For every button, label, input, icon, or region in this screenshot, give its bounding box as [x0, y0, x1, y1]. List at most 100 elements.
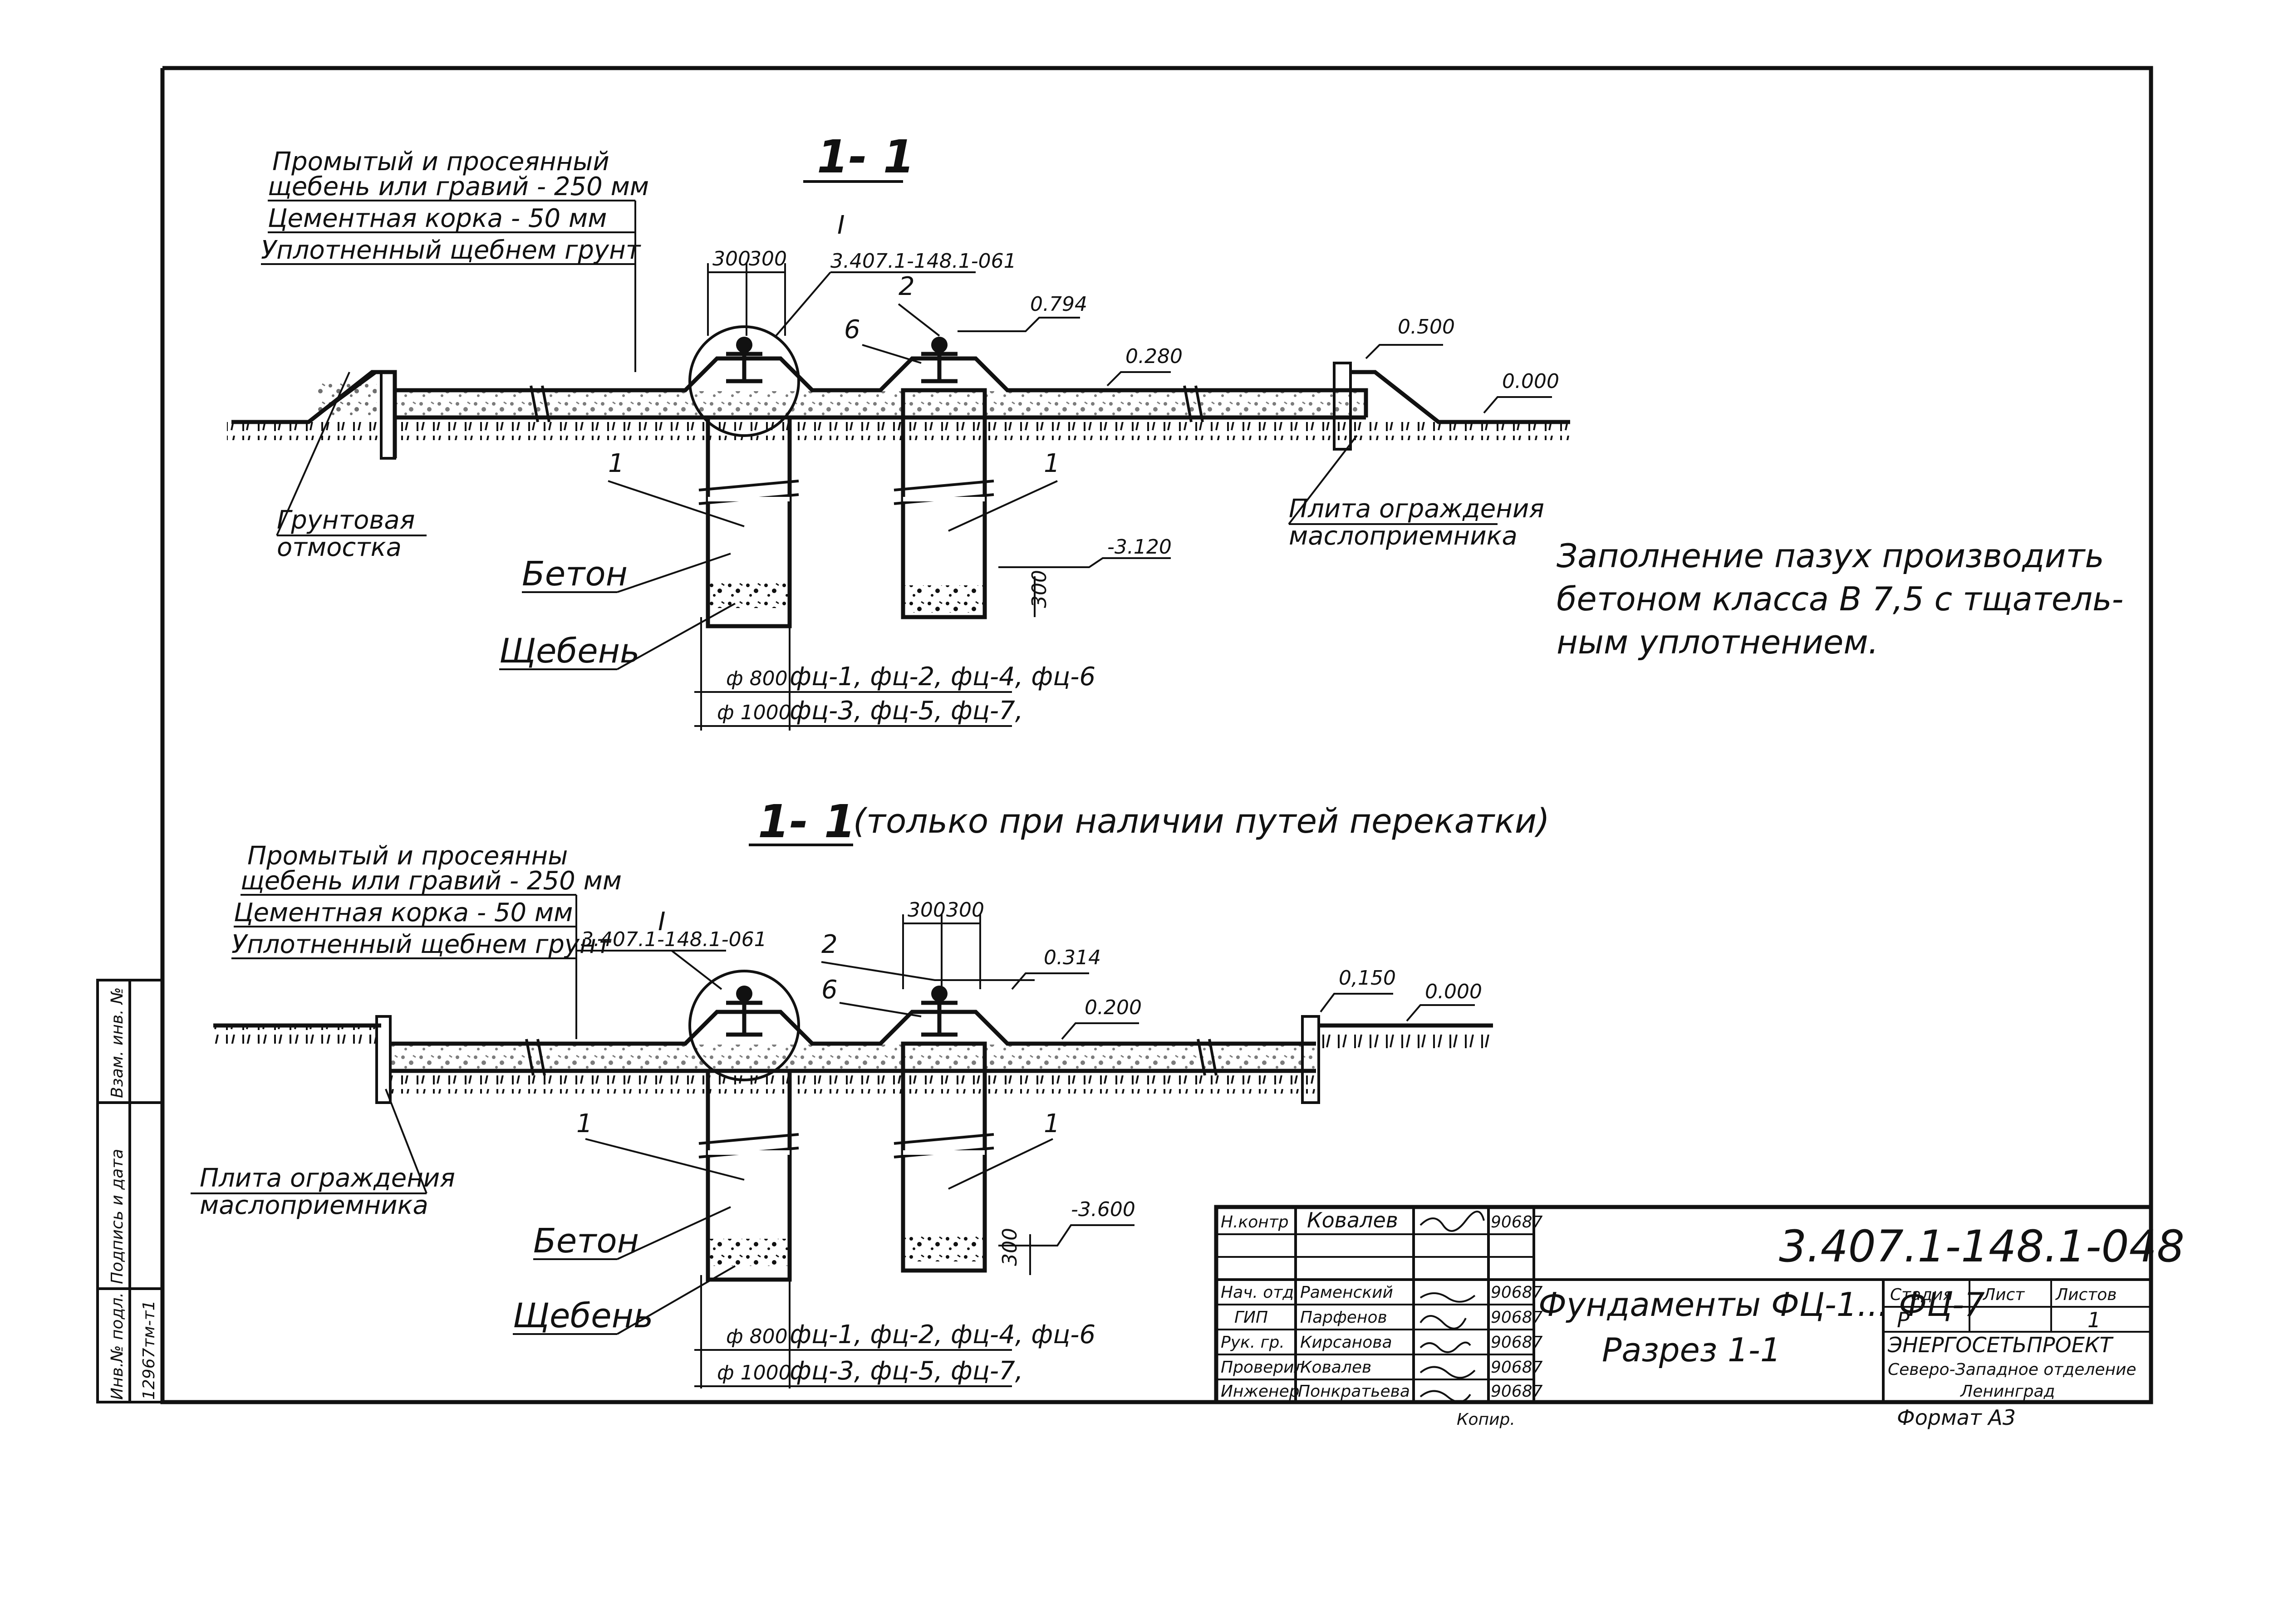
note-line2: бетоном класса В 7,5 с тщатель- [1557, 580, 2124, 618]
plate-label-2: маслоприемника [1289, 521, 1518, 551]
scheben-label: Щебень [499, 632, 640, 671]
b-layer-line1: Промытый и просеянны [247, 841, 568, 871]
tb-format-label: Формат А3 [1897, 1405, 2016, 1430]
stamp-col1: Инв.№ подл. [108, 1292, 127, 1400]
b-elev-m3600: -3.600 [1071, 1198, 1135, 1221]
section-top-title: 1- 1 [817, 130, 914, 183]
detail-mark: I [837, 211, 845, 240]
tb-sheets-label: Листов [2055, 1285, 2117, 1304]
tb-org1: ЭНЕРГОСЕТЬПРОЕКТ [1887, 1333, 2114, 1357]
b-item-1b: 1 [1044, 1109, 1060, 1138]
plate-label-1: Плита ограждения [1289, 494, 1544, 524]
tb-name-1: Раменский [1300, 1283, 1393, 1302]
b-plate-label-2: маслоприемника [200, 1191, 428, 1220]
b-item-6: 6 [821, 975, 838, 1005]
tb-date-0: 90687 [1491, 1213, 1543, 1231]
b-d800-types: фц-1, фц-2, фц-4, фц-6 [790, 1320, 1095, 1349]
b-elev-0200: 0.200 [1085, 996, 1142, 1019]
tb-role-3: Рук. гр. [1221, 1333, 1285, 1352]
b-detail-mark: I [658, 907, 666, 937]
tb-name-2: Парфенов [1300, 1308, 1387, 1327]
b-elev-0314: 0.314 [1044, 946, 1101, 969]
tb-role-1: Нач. отд. [1221, 1283, 1299, 1302]
tb-stage-label: Стадия [1890, 1285, 1953, 1304]
beton-label: Бетон [522, 554, 628, 594]
section-bottom-title: 1- 1 [758, 795, 855, 848]
tb-role-0: Н.контр [1221, 1213, 1289, 1231]
b-dim-300a: 300 [908, 898, 946, 922]
layer-line1: Промытый и просеянный [272, 147, 609, 177]
note-line3: ным уплотнением. [1557, 623, 1879, 661]
tb-date-4: 90687 [1491, 1358, 1543, 1377]
elev-0000: 0.000 [1502, 370, 1559, 393]
tb-name-line1: Фундаменты ФЦ-1... ФЦ-7 [1538, 1285, 1985, 1324]
elev-0280: 0.280 [1125, 345, 1183, 368]
tb-name-3: Кирсанова [1300, 1333, 1392, 1352]
side-stamp: Взам. инв. № Подпись и дата Инв.№ подл. … [96, 979, 164, 1403]
ground-label-2: отмостка [277, 533, 402, 562]
tb-date-1: 90687 [1491, 1283, 1543, 1302]
title-block: Н.контр Ковалев 90687 Нач. отд. Раменски… [1214, 1205, 2185, 1430]
b-detail-ref: 3.407.1-148.1-061 [581, 928, 767, 951]
b-d800: ф 800 [726, 1325, 788, 1348]
b-layer-line4: Уплотненный щебнем грунт [231, 930, 612, 959]
tb-name-line2: Разрез 1-1 [1602, 1331, 1781, 1369]
tb-date-5: 90687 [1491, 1382, 1543, 1401]
layer-line3: Цементная корка - 50 мм [268, 204, 607, 233]
b-layer-line3: Цементная корка - 50 мм [234, 898, 573, 927]
item-1b: 1 [1044, 449, 1060, 478]
tb-copy-label: Копир. [1457, 1410, 1515, 1429]
b-beton-label: Бетон [533, 1222, 639, 1261]
elev-m3120: -3.120 [1107, 535, 1172, 559]
layer-line2: щебень или гравий - 250 мм [268, 172, 649, 201]
detail-ref: 3.407.1-148.1-061 [830, 250, 1017, 273]
b-item-2: 2 [821, 930, 838, 959]
tb-role-5: Инженер [1221, 1382, 1300, 1401]
b-dim-300b: 300 [946, 898, 984, 922]
b-elev-0150: 0,150 [1339, 967, 1396, 990]
tb-sheet-label: Лист [1982, 1285, 2025, 1304]
item-6: 6 [844, 315, 860, 344]
item-2: 2 [899, 272, 915, 301]
elev-0500: 0.500 [1398, 315, 1455, 339]
tb-sheets-value: 1 [2087, 1308, 2101, 1332]
d800: ф 800 [726, 667, 788, 690]
dim-300v: 300 [1028, 570, 1051, 608]
tb-name-5: Понкратьева [1298, 1382, 1410, 1401]
dim-300b: 300 [749, 247, 787, 270]
signature-mark [1419, 1211, 1485, 1232]
tb-date-3: 90687 [1491, 1333, 1543, 1352]
tb-stage-value: Р [1897, 1308, 1910, 1332]
b-d1000: ф 1000 [717, 1361, 791, 1384]
b-scheben-label: Щебень [513, 1296, 653, 1335]
tb-name-0: Ковалев [1307, 1208, 1398, 1232]
b-elev-0000: 0.000 [1425, 980, 1482, 1003]
tb-date-2: 90687 [1491, 1308, 1543, 1327]
ground-label-1: Грунтовая [277, 505, 415, 535]
stamp-inv-value: 12967тм-т1 [140, 1300, 158, 1400]
tb-org3: Ленинград [1960, 1382, 2055, 1401]
tb-doc-code: 3.407.1-148.1-048 [1779, 1221, 2185, 1272]
sheet-frame [160, 66, 2153, 1404]
tb-role-2: ГИП [1234, 1308, 1268, 1327]
tb-org2: Северо-Западное отделение [1888, 1360, 2136, 1379]
tb-role-4: Проверил [1221, 1358, 1305, 1377]
b-dim-300v: 300 [998, 1228, 1022, 1266]
tb-name-4: Ковалев [1300, 1358, 1371, 1377]
note-line1: Заполнение пазух производить [1557, 537, 2104, 575]
d800-types: фц-1, фц-2, фц-4, фц-6 [790, 662, 1095, 692]
dim-300a: 300 [712, 247, 751, 270]
stamp-col3: Взам. инв. № [108, 987, 127, 1098]
b-item-1a: 1 [576, 1109, 593, 1138]
item-1a: 1 [608, 449, 624, 478]
section-top: 1- 1 Промытый и просеянный щебень или гр… [227, 130, 1570, 731]
elev-0794: 0.794 [1030, 293, 1087, 316]
layer-line4: Уплотненный щебнем грунт [261, 236, 641, 265]
note-block: Заполнение пазух производить бетоном кла… [1557, 537, 2124, 661]
d1000-types: фц-3, фц-5, фц-7, [790, 696, 1023, 726]
d1000: ф 1000 [717, 701, 791, 724]
b-layer-line2: щебень или гравий - 250 мм [241, 866, 622, 896]
b-plate-label-1: Плита ограждения [200, 1163, 455, 1193]
stamp-col2: Подпись и дата [108, 1149, 127, 1284]
